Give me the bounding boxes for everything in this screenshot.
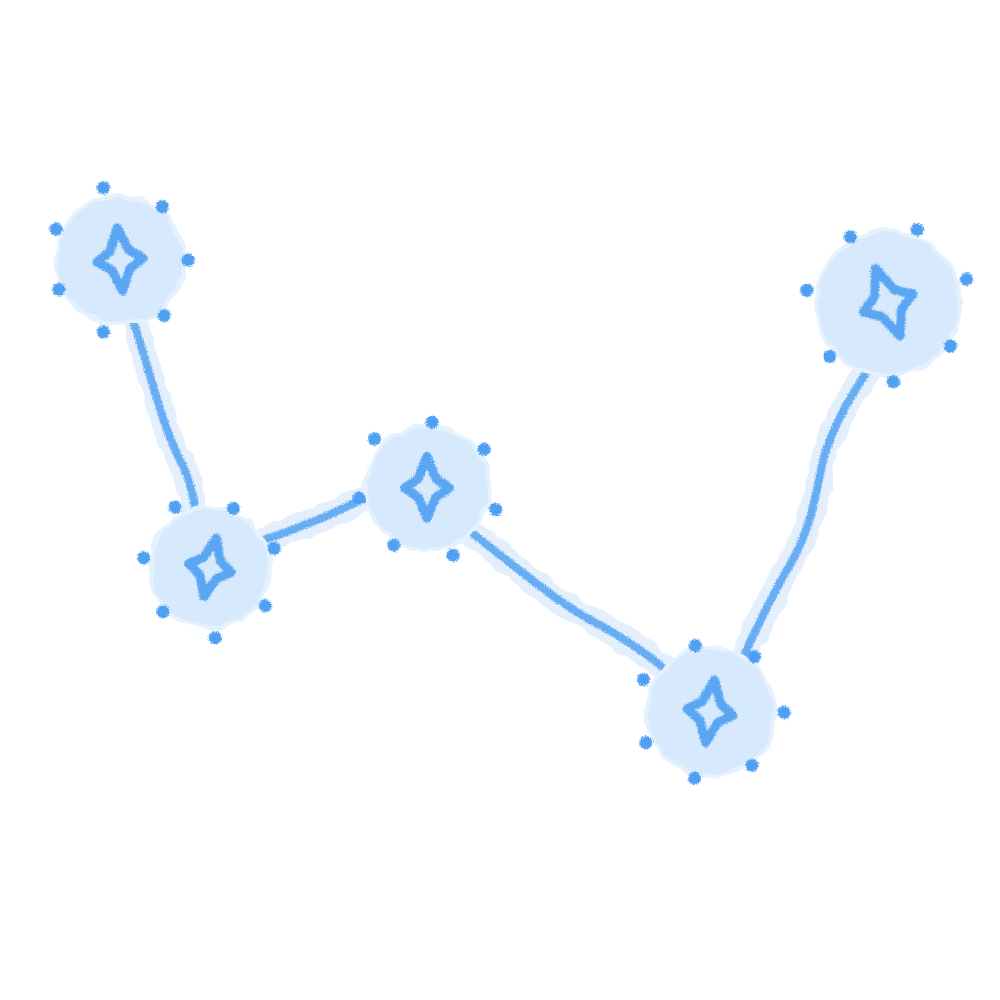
- star-dot-1-2: [157, 309, 171, 322]
- sparkle-icon-2: [184, 533, 236, 601]
- star-dot-3-1: [446, 548, 460, 562]
- star-dot-5-4: [910, 223, 924, 237]
- star-halo-3: [367, 428, 487, 548]
- star-dot-2-1: [258, 599, 272, 613]
- star-dot-3-6: [477, 442, 491, 456]
- star-dot-3-2: [387, 538, 401, 552]
- star-dot-2-6: [227, 502, 240, 515]
- star-dot-2-3: [156, 605, 170, 618]
- star-dot-5-1: [823, 349, 837, 363]
- sparkle-icon-3: [400, 452, 454, 523]
- star-dot-4-1: [688, 771, 702, 785]
- line-1: [128, 314, 202, 532]
- star-dot-1-1: [181, 253, 195, 267]
- star-dots: [49, 181, 973, 785]
- star-halos: [54, 194, 962, 778]
- star-dot-1-6: [97, 181, 110, 195]
- star-dot-5-5: [960, 272, 973, 286]
- star-halo-2: [152, 510, 268, 626]
- star-dot-4-6: [777, 705, 791, 719]
- star-halo-1: [58, 198, 182, 322]
- star-dot-5-7: [886, 375, 900, 389]
- star-dot-5-3: [843, 230, 857, 244]
- star-sparkles: [92, 223, 918, 748]
- star-dot-5-6: [944, 339, 957, 353]
- star-dot-4-3: [637, 673, 650, 687]
- star-halo-5: [818, 233, 958, 373]
- constellation-lines: [119, 305, 881, 711]
- star-dot-3-4: [367, 432, 381, 446]
- sparkle-icon-4: [682, 675, 738, 748]
- line-4: [738, 366, 872, 664]
- star-dot-2-4: [137, 551, 151, 565]
- star-dot-2-5: [168, 500, 182, 514]
- star-dot-4-7: [745, 758, 759, 772]
- star-dot-4-2: [639, 736, 653, 749]
- star-dot-1-5: [49, 222, 63, 236]
- sparkle-icon-5: [858, 263, 918, 341]
- sparkle-icon-1: [92, 223, 148, 296]
- star-dot-3-7: [489, 502, 503, 516]
- star-dot-5-2: [800, 283, 814, 297]
- star-dot-1-7: [155, 200, 169, 214]
- star-dot-2-7: [267, 541, 281, 555]
- star-dot-3-5: [425, 415, 439, 429]
- star-dot-2-2: [208, 631, 222, 645]
- star-halo-4: [648, 650, 772, 774]
- star-dot-3-3: [352, 491, 366, 505]
- star-dot-4-4: [688, 639, 702, 653]
- star-dot-1-4: [52, 283, 66, 296]
- star-dot-4-5: [748, 650, 761, 664]
- star-dot-1-3: [97, 325, 110, 339]
